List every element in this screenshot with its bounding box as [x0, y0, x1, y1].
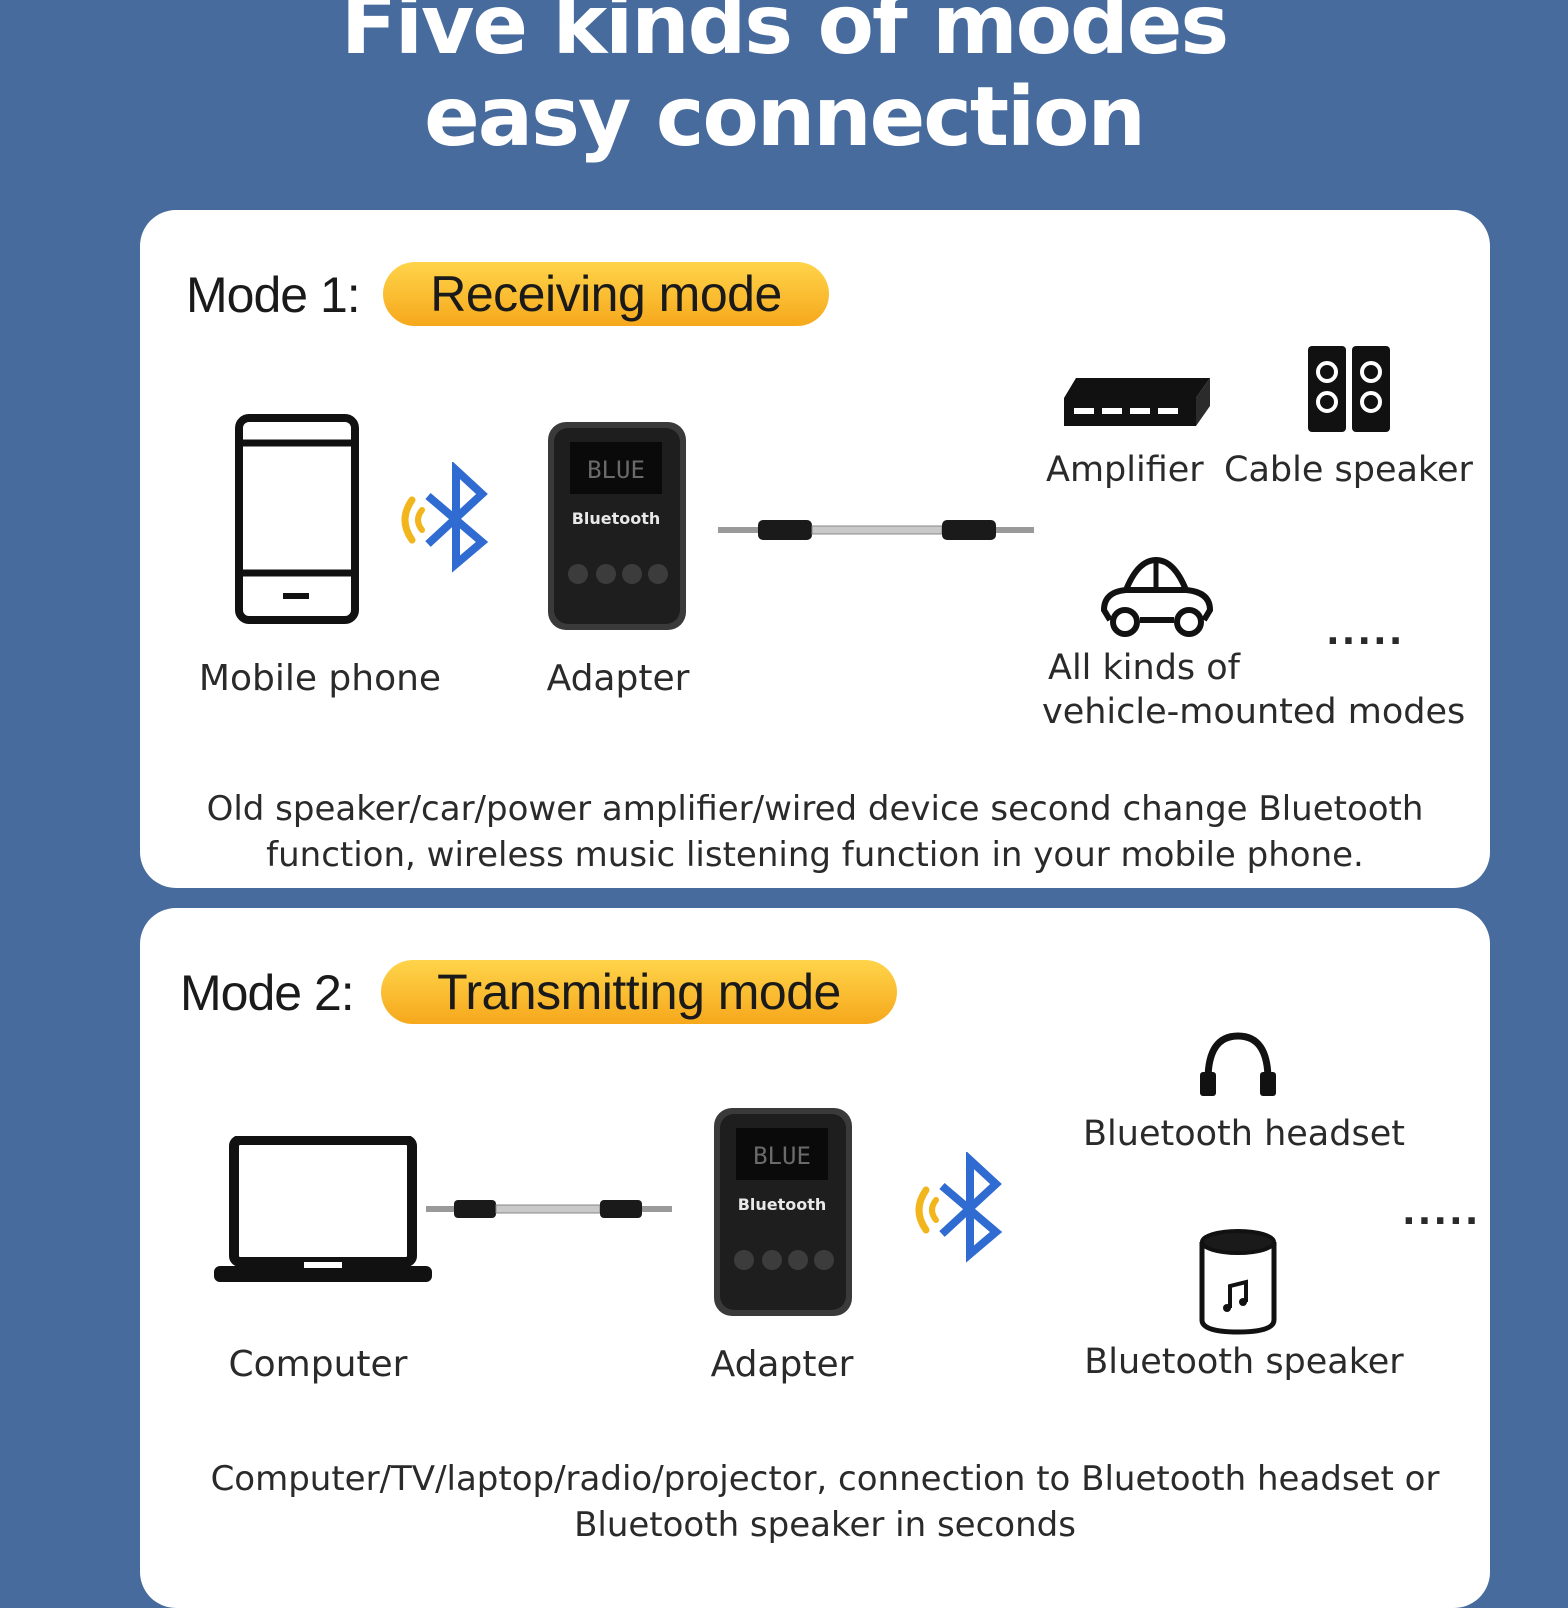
cable-speaker-icon	[1308, 346, 1390, 432]
mode2-description: Computer/TV/laptop/radio/projector, conn…	[150, 1456, 1500, 1548]
car-icon	[1100, 556, 1214, 637]
mode1-description-line1: Old speaker/car/power amplifier/wired de…	[206, 789, 1424, 829]
mode2-card: Mode 2: Transmitting mode BLUE Bluetooth	[140, 908, 1490, 1608]
headset-icon	[1200, 1032, 1276, 1096]
mode2-name-badge: Transmitting mode	[381, 960, 897, 1024]
amplifier-icon	[1064, 378, 1210, 426]
laptop-icon	[214, 1136, 432, 1282]
bluetooth-speaker-icon	[1199, 1229, 1277, 1335]
mobile-phone-label: Mobile phone	[198, 658, 442, 699]
aux-cable-icon	[426, 1200, 672, 1218]
page-title-line2: easy connection	[424, 70, 1146, 165]
adapter-icon: BLUE Bluetooth	[714, 1108, 852, 1316]
vehicle-label-line1: All kinds of	[1048, 648, 1241, 688]
aux-cable-icon	[718, 520, 1034, 540]
adapter-icon: BLUE Bluetooth	[548, 422, 686, 630]
mode1-name-badge: Receiving mode	[383, 262, 829, 326]
bluetooth-headset-label: Bluetooth headset	[1083, 1114, 1405, 1154]
amplifier-label: Amplifier	[1046, 450, 1204, 490]
adapter-label: Adapter	[710, 1344, 854, 1385]
cable-speaker-label: Cable speaker	[1224, 450, 1473, 490]
adapter-screen-text: BLUE	[753, 1142, 811, 1170]
mode2-prefix: Mode 2:	[180, 965, 355, 1021]
adapter-screen-text: BLUE	[587, 456, 645, 484]
more-devices-ellipsis: .....	[1402, 1192, 1481, 1233]
adapter-brand-text: Bluetooth	[572, 509, 661, 528]
mode1-description-line2: function, wireless music listening funct…	[266, 835, 1364, 875]
bluetooth-icon	[915, 1152, 1003, 1263]
mode1-description: Old speaker/car/power amplifier/wired de…	[140, 786, 1490, 878]
adapter-label: Adapter	[546, 658, 690, 699]
vehicle-label-line2: vehicle-mounted modes	[1042, 692, 1466, 732]
page-title-line1: Five kinds of modes	[340, 0, 1229, 73]
more-devices-ellipsis: .....	[1326, 612, 1405, 653]
computer-label: Computer	[228, 1344, 408, 1385]
bluetooth-speaker-label: Bluetooth speaker	[1084, 1342, 1404, 1382]
mode2-description-line1: Computer/TV/laptop/radio/projector, conn…	[210, 1459, 1440, 1499]
mode1-card: Mode 1: Receiving mode BLUE Bluetooth	[140, 210, 1490, 888]
mode1-prefix: Mode 1:	[186, 267, 361, 323]
adapter-brand-text: Bluetooth	[738, 1195, 827, 1214]
mode2-description-line2: Bluetooth speaker in seconds	[574, 1505, 1076, 1545]
phone-icon	[235, 414, 359, 624]
bluetooth-icon	[401, 462, 489, 573]
